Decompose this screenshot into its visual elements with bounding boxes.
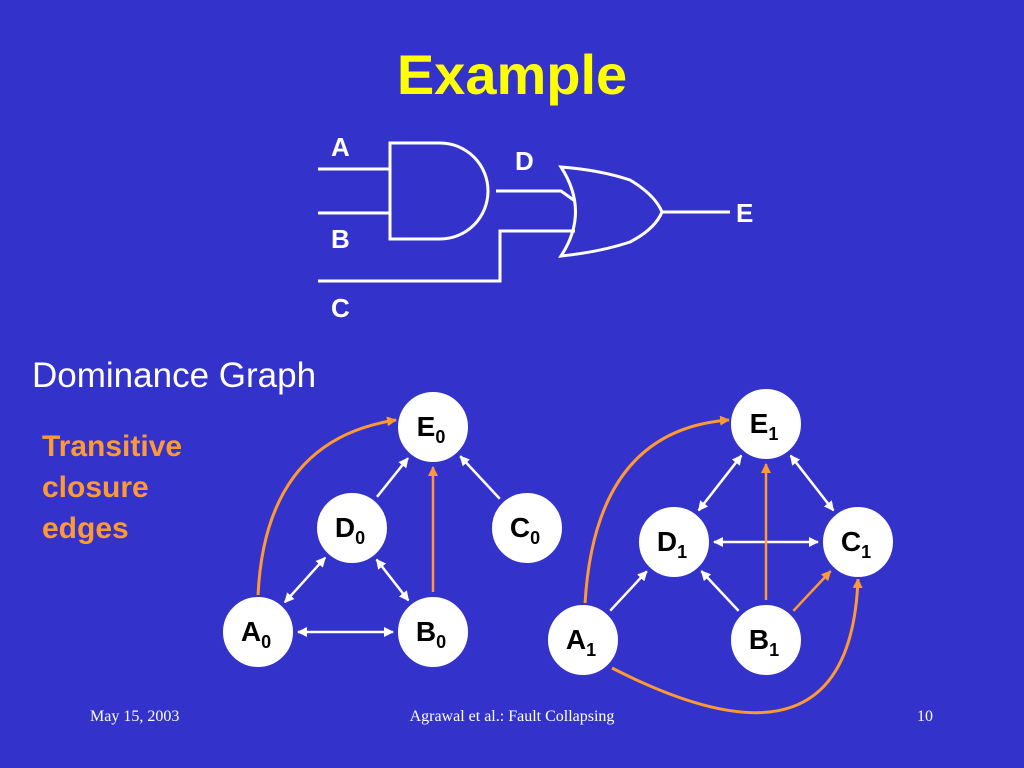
dominance-edge-c0-e0 [459,455,501,500]
label-b: B [331,224,350,254]
label-d: D [515,146,534,176]
node-label-e0: E0 [417,411,446,447]
label-c: C [331,293,350,323]
footer-date: May 15, 2003 [90,708,180,725]
dominance-edge-a0-d0 [283,556,327,604]
node-label-d1: D1 [657,526,687,562]
graph-node-e0 [396,390,470,464]
footer-page-number: 10 [917,708,933,725]
legend-line: Transitive [42,430,183,463]
dominance-edge-d0-e0 [376,457,409,498]
legend-line: closure [42,471,149,504]
logic-circuit [318,141,730,283]
footer-author-title: Agrawal et al.: Fault Collapsing [409,708,615,725]
dominance-edge-a1-d1 [609,570,648,612]
node-label-c0: C0 [510,512,540,548]
graph-node-e1 [729,387,803,461]
graph-node-d0 [315,491,389,565]
node-label-e1: E1 [750,408,779,444]
node-label-a1: A1 [566,624,596,660]
node-label-c1: C1 [841,526,871,562]
graph-node-b1 [729,603,803,677]
graph-node-a0 [221,595,295,669]
or-gate [558,165,664,258]
graph-node-d1 [637,505,711,579]
dominance-edge-e1-c1 [789,454,835,512]
node-label-a0: A0 [241,616,271,652]
node-label-d0: D0 [335,512,365,548]
transitive-edge-b1-c1 [792,570,832,612]
graph-node-c1 [821,505,895,579]
dominance-edge-b0-d0 [375,558,410,602]
label-e: E [736,198,753,228]
dominance-edge-e1-d1 [697,454,743,512]
transitive-edge-a1-e1 [583,415,730,605]
node-label-b1: B1 [749,624,779,660]
transitive-edge-a0-e0 [256,416,397,597]
wire-c [318,229,575,283]
section-label: Dominance Graph [32,356,317,395]
label-a: A [331,132,350,162]
graph-node-c0 [490,491,564,565]
wire-d [496,189,576,203]
graph-node-b0 [396,595,470,669]
slide-title: Example [396,43,628,106]
graph-node-a1 [546,603,620,677]
and-gate [388,141,490,241]
transitive-edge-a1-c1 [611,578,863,715]
dominance-edge-b1-d1 [700,570,740,612]
legend-line: edges [42,512,129,545]
node-label-b0: B0 [416,616,446,652]
transitive-closure-legend: Transitive closure edges [42,426,182,549]
